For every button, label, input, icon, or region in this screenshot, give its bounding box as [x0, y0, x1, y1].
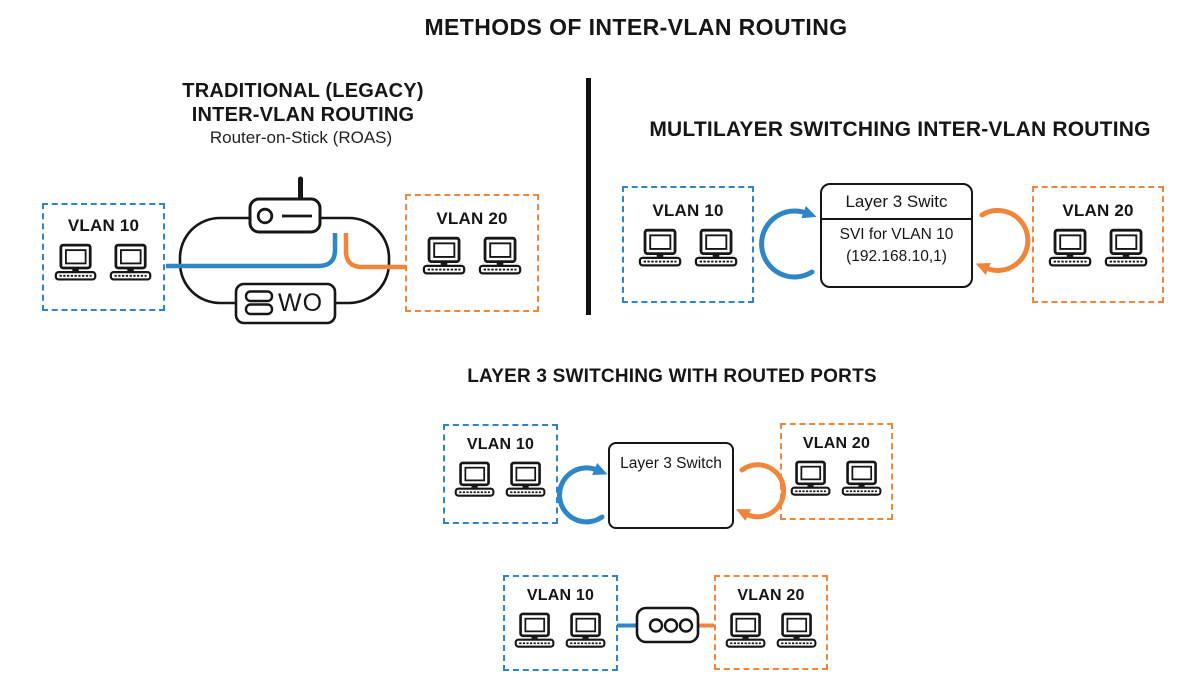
computer-icon [1047, 228, 1092, 267]
svi-line1: SVI for VLAN 10 [839, 226, 954, 243]
switch-icon [234, 282, 337, 325]
computer-icon [421, 236, 466, 275]
computer-icon [693, 228, 738, 267]
computer-group [454, 461, 547, 498]
vlan20-box: VLAN 20 [780, 423, 893, 520]
page-title: METHODS OF INTER-VLAN ROUTING [424, 14, 848, 40]
vlan10-box: VLAN 10 [503, 575, 618, 671]
computer-group [54, 243, 153, 282]
computer-icon [454, 461, 495, 497]
vlan10-box: VLAN 10 [622, 186, 754, 303]
computer-icon [477, 236, 522, 275]
vlan-label: VLAN 20 [436, 209, 508, 228]
box-divider [822, 218, 971, 220]
vlan-label: VLAN 10 [652, 201, 724, 220]
computer-icon [505, 461, 546, 497]
vlan-label: VLAN 10 [526, 587, 595, 604]
vlan20-box: VLAN 20 [405, 194, 539, 312]
orange-curved-arrow [735, 462, 787, 521]
multilayer-title: MULTILAYER SWITCHING INTER-VLAN ROUTING [649, 118, 1151, 141]
blue-curved-arrow [759, 206, 817, 280]
vlan-label: VLAN 20 [1062, 201, 1134, 220]
computer-group [514, 612, 607, 649]
computer-group [724, 612, 818, 649]
computer-icon [1103, 228, 1148, 267]
computer-group [1047, 228, 1149, 268]
computer-group [790, 460, 883, 497]
vlan-label: VLAN 20 [737, 587, 805, 604]
svi-line2: (192.168.10,1) [846, 248, 947, 266]
layer3-switch-box: Layer 3 Switc SVI for VLAN 10 (192.168.1… [820, 183, 973, 288]
vlan-label: VLAN 10 [466, 436, 535, 453]
vlan10-link-line [166, 233, 338, 269]
computer-icon [790, 460, 831, 496]
section-divider [586, 78, 591, 315]
vlan-label: VLAN 20 [802, 435, 871, 452]
vlan20-box: VLAN 20 [714, 575, 828, 670]
vlan-label: VLAN 10 [67, 216, 140, 235]
computer-icon [514, 612, 555, 648]
vlan10-box: VLAN 10 [443, 424, 558, 524]
computer-icon [724, 612, 766, 648]
computer-icon [841, 460, 882, 496]
layer3-switch-title: Layer 3 Switch [620, 455, 722, 472]
computer-icon [54, 243, 97, 281]
switch-label: WO [278, 289, 324, 317]
layer3-switch-box: Layer 3 Switch [608, 442, 734, 529]
vlan10-box: VLAN 10 [42, 203, 165, 311]
traditional-title-line1: TRADITIONAL (LEGACY) [182, 80, 424, 102]
orange-curved-arrow [975, 207, 1031, 275]
layer3-switch-title: Layer 3 Switc [845, 192, 948, 211]
computer-group [421, 236, 523, 276]
router-icon [248, 176, 322, 234]
traditional-title-line2: INTER-VLAN ROUTING [191, 104, 415, 126]
routed-ports-title: LAYER 3 SWITCHING WITH ROUTED PORTS [467, 366, 877, 387]
vlan20-link-line [343, 233, 406, 270]
computer-icon [565, 612, 606, 648]
traditional-subtitle: Router-on-Stick (ROAS) [209, 128, 393, 147]
computer-icon [637, 228, 682, 267]
routed-switch-icon [635, 606, 700, 644]
blue-curved-arrow [557, 463, 608, 525]
computer-icon [775, 612, 817, 648]
vlan20-box: VLAN 20 [1032, 186, 1164, 303]
computer-group [637, 228, 739, 268]
computer-icon [109, 243, 152, 281]
